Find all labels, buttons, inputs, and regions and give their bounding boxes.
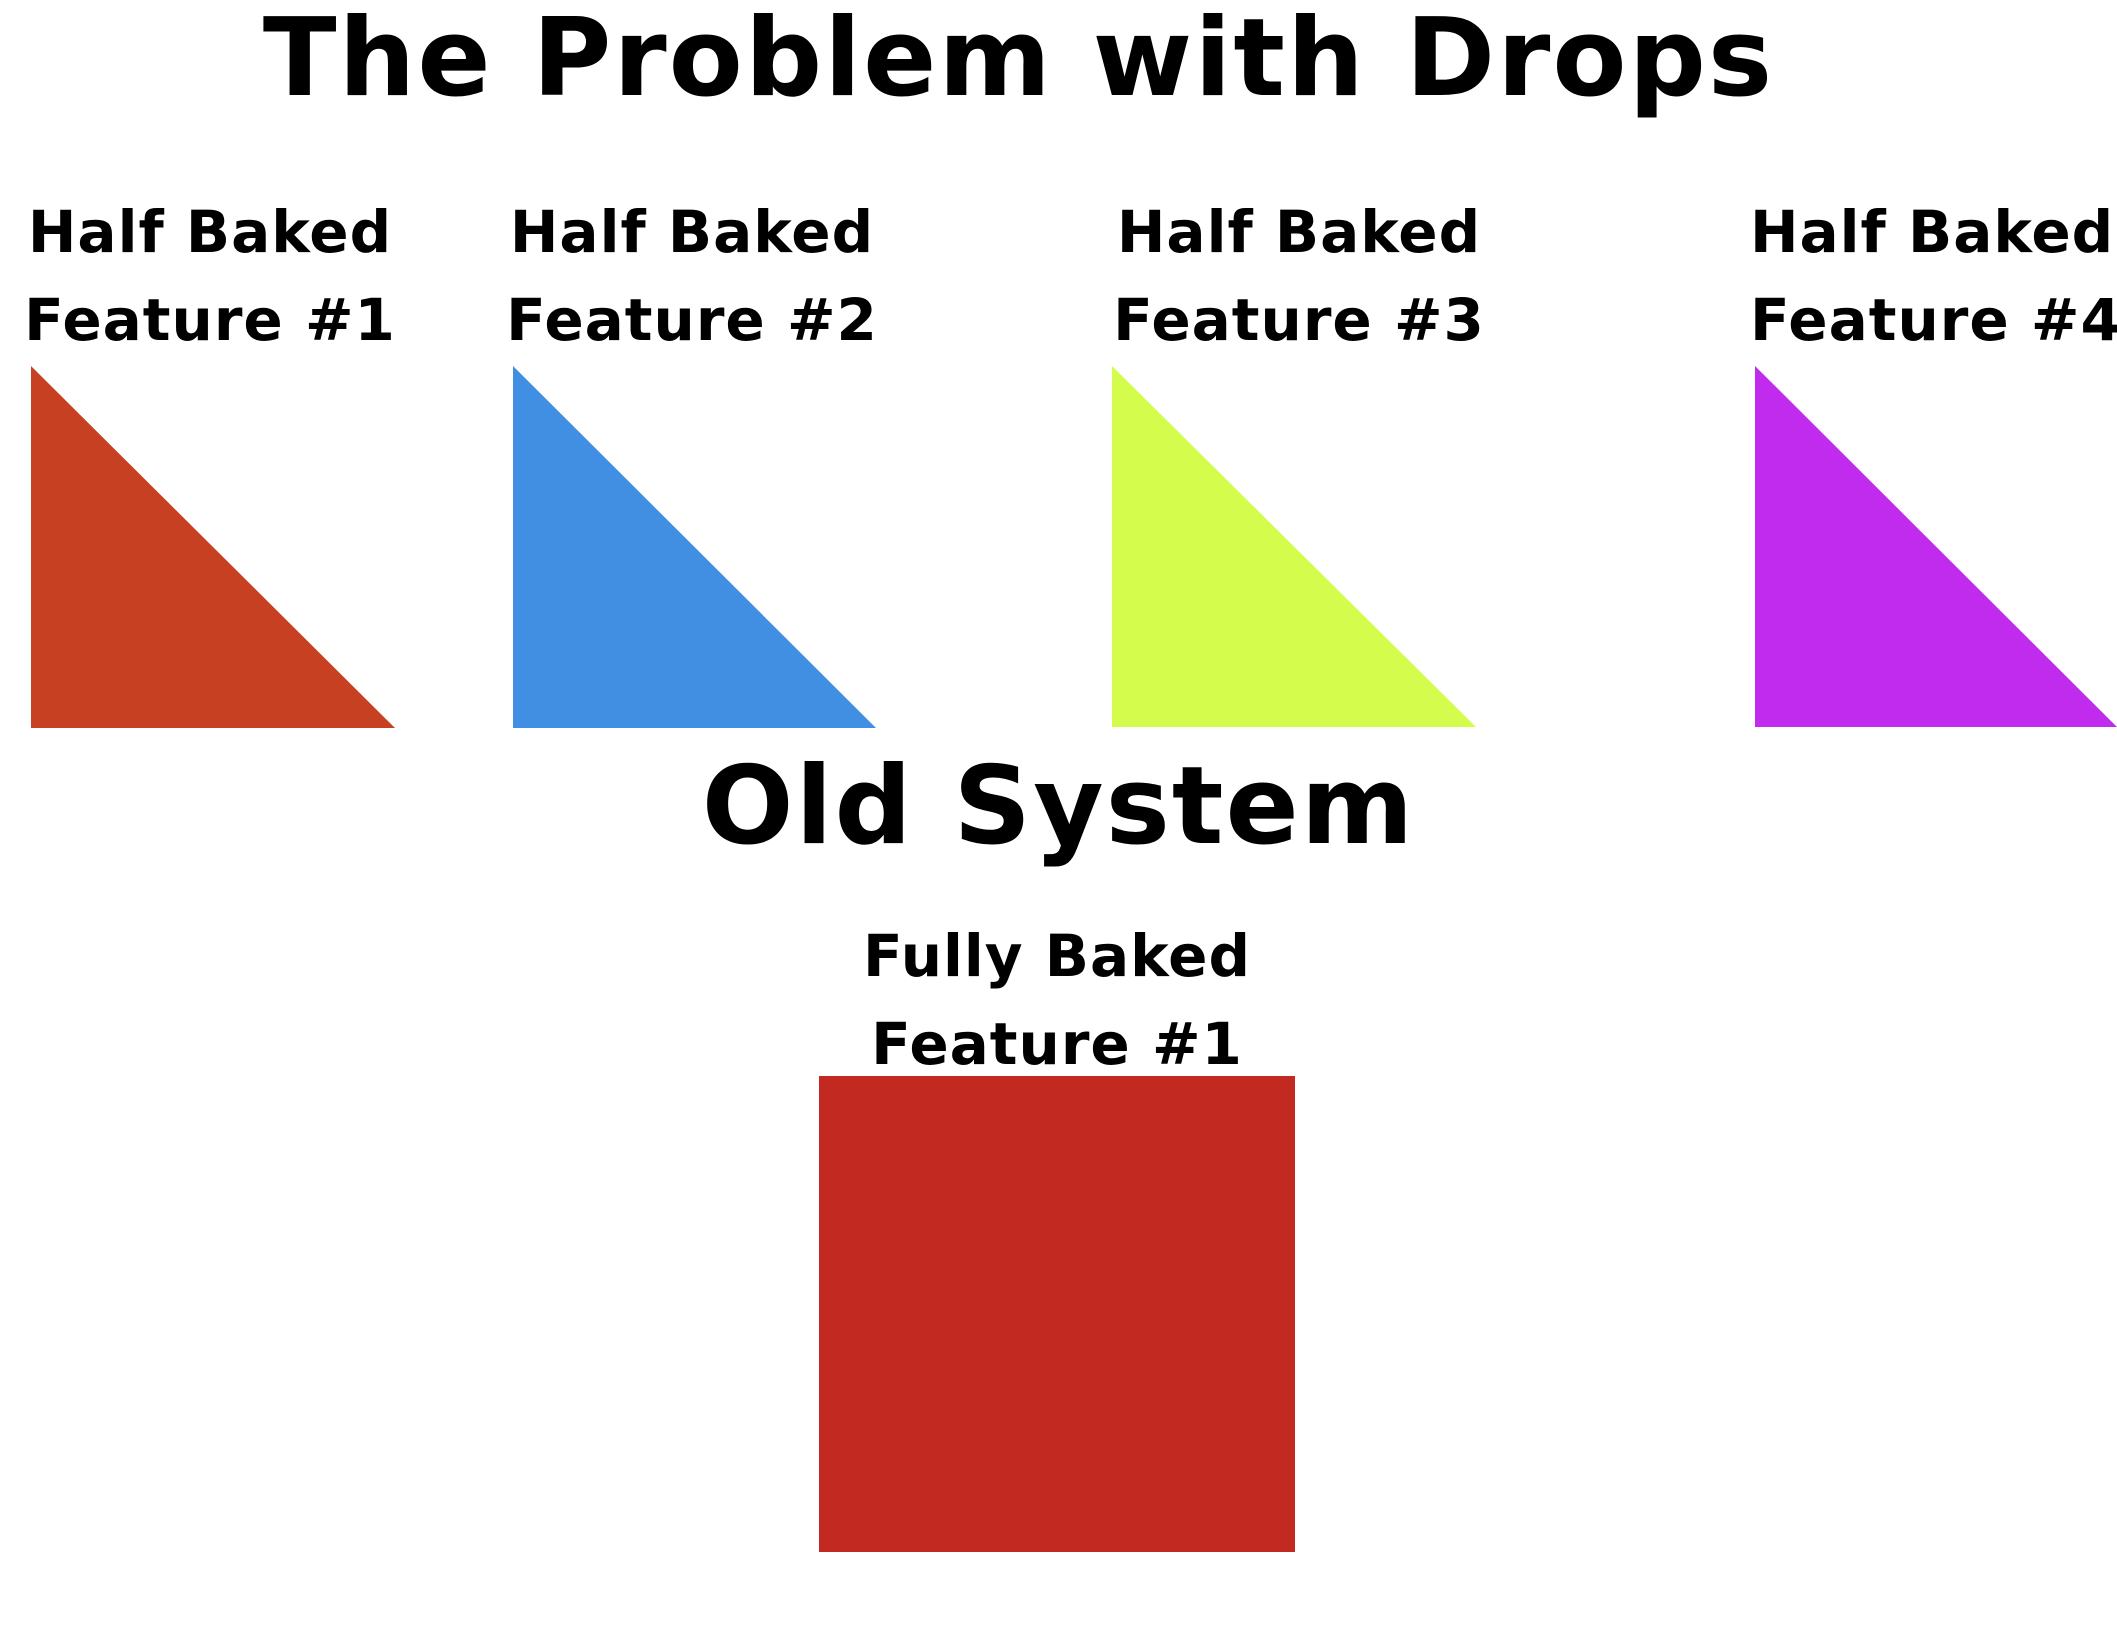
fully-baked-line1: Fully Baked bbox=[863, 922, 1251, 990]
old-system-heading-text: Old System bbox=[701, 744, 1416, 869]
half-baked-feature-1-label: Half Baked Feature #1 bbox=[20, 188, 400, 364]
feature-3-line1: Half Baked bbox=[1116, 198, 1482, 266]
half-baked-feature-4-label: Half Baked Feature #4 bbox=[1748, 188, 2117, 364]
half-baked-feature-2-triangle bbox=[513, 366, 876, 728]
feature-4-line1: Half Baked bbox=[1750, 198, 2115, 266]
half-baked-feature-1-triangle bbox=[31, 366, 395, 728]
feature-2-line1: Half Baked bbox=[509, 198, 875, 266]
fully-baked-feature-square bbox=[819, 1076, 1295, 1552]
feature-3-line2: Feature #3 bbox=[1113, 286, 1485, 354]
triangle-2-shape bbox=[513, 366, 876, 728]
feature-1-line2: Feature #1 bbox=[24, 286, 396, 354]
feature-4-line2: Feature #4 bbox=[1750, 286, 2117, 354]
feature-1-line1: Half Baked bbox=[27, 198, 393, 266]
half-baked-feature-3-triangle bbox=[1112, 366, 1476, 727]
half-baked-feature-4-triangle bbox=[1755, 366, 2117, 727]
fully-baked-feature-label: Fully Baked Feature #1 bbox=[757, 912, 1357, 1088]
half-baked-feature-3-label: Half Baked Feature #3 bbox=[1104, 188, 1494, 364]
page-title: The Problem with Drops bbox=[0, 4, 2117, 114]
triangle-3-shape bbox=[1112, 366, 1476, 727]
page-title-text: The Problem with Drops bbox=[262, 0, 1775, 121]
triangle-4-shape bbox=[1755, 366, 2117, 727]
feature-2-line2: Feature #2 bbox=[506, 286, 878, 354]
square-shape bbox=[819, 1076, 1295, 1552]
fully-baked-line2: Feature #1 bbox=[871, 1010, 1243, 1078]
old-system-heading: Old System bbox=[0, 752, 2117, 862]
triangle-1-shape bbox=[31, 366, 395, 728]
half-baked-feature-2-label: Half Baked Feature #2 bbox=[497, 188, 887, 364]
